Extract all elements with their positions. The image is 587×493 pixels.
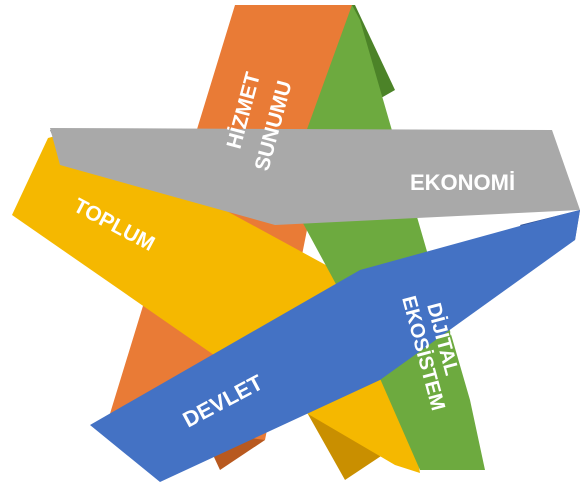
ekonomi-band (50, 128, 580, 225)
dijital-band (285, 5, 485, 470)
ekonomi-label: EKONOMİ (410, 170, 515, 195)
devlet-band (90, 210, 580, 482)
